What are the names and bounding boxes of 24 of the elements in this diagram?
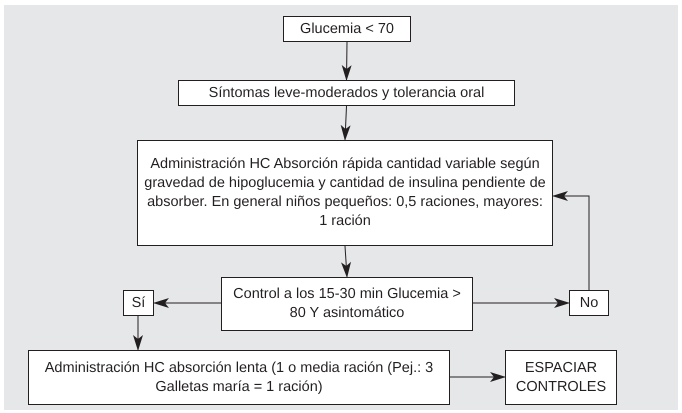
process-box [505, 350, 617, 405]
node-text: No [580, 294, 598, 312]
arrow [552, 191, 590, 290]
process-box [137, 140, 553, 246]
node-text: Administración HC absorción lenta (1 o media ración (Pej.: 3 Galletas maría = 1 ración) [44, 358, 434, 396]
arrow [342, 42, 352, 81]
node-text: Síntomas leve-moderados y tolerancia oral [208, 84, 484, 102]
node-text: Administración HC Absorción rápida cantidad variable según gravedad de hipoglucemia y cantidad de insulina pendiente de absorber. En general niños pequeños: 0,5 raciones, mayores: 1 ración [143, 155, 547, 231]
process-box [283, 16, 411, 42]
arrow [472, 298, 570, 308]
arrow [133, 316, 143, 351]
decision-box [221, 277, 473, 331]
node-text: Control a los 15-30 min Glucemia > 80 Y asintomático [232, 285, 462, 323]
node-text: Sí [132, 294, 146, 312]
process-box [178, 80, 515, 106]
node-text: Glucemia < 70 [300, 20, 394, 38]
arrow [450, 372, 506, 382]
process-box [28, 350, 450, 405]
arrow [340, 106, 351, 141]
arrow [341, 246, 352, 278]
arrow [153, 298, 222, 308]
answer-box [123, 290, 154, 316]
answer-box [569, 290, 609, 316]
node-text: ESPACIAR CONTROLES [514, 358, 608, 396]
